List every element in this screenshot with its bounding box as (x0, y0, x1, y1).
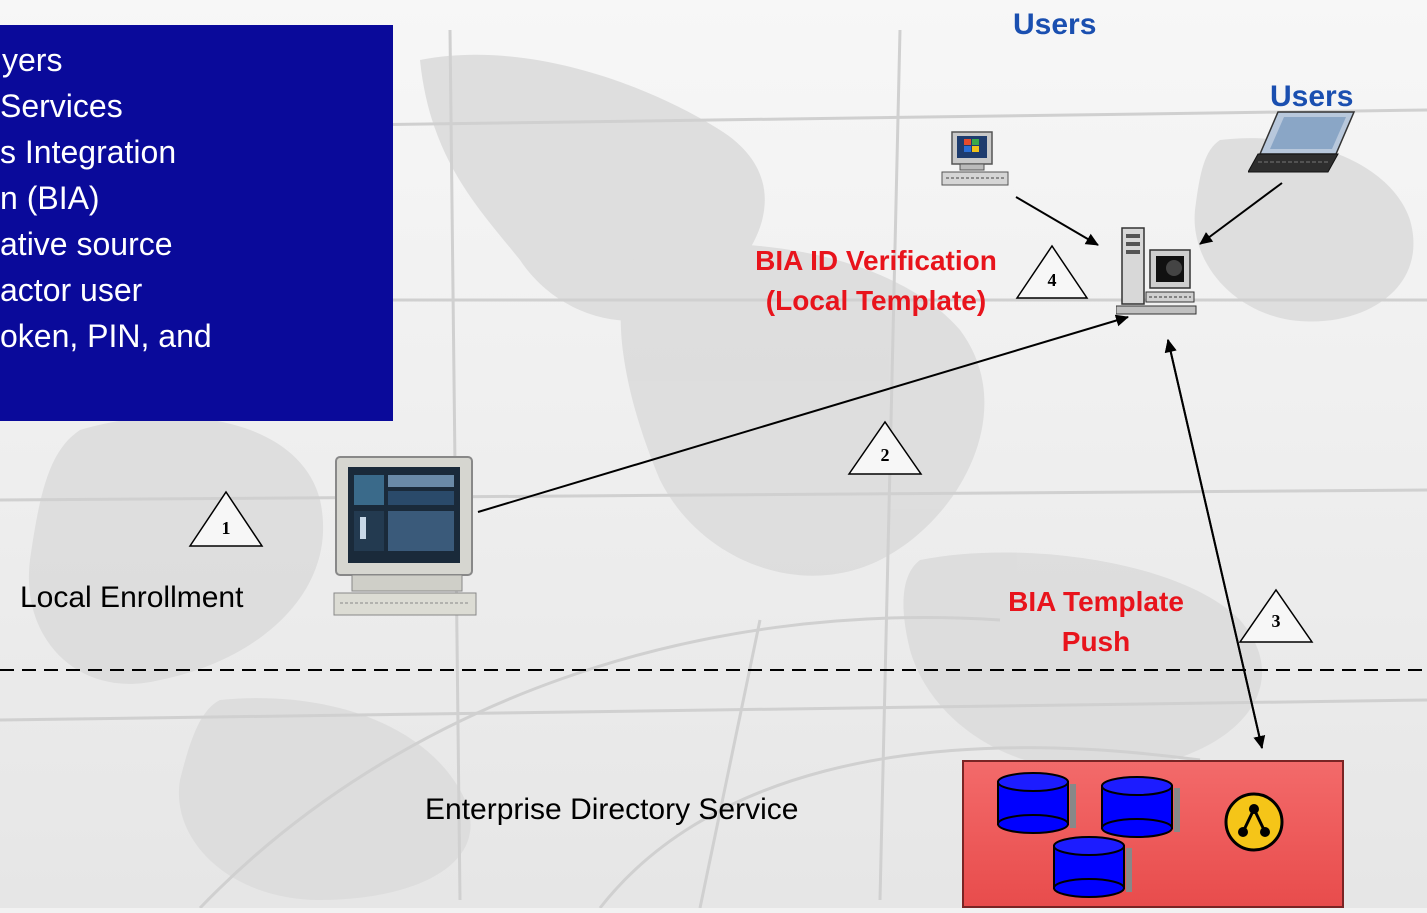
step-4-marker: 4 (1015, 244, 1089, 299)
local-enrollment-label: Local Enrollment (20, 581, 244, 614)
bia-id-verification-label: BIA ID Verification (Local Template) (730, 241, 1022, 321)
text-box-line: n (BIA) (0, 180, 100, 216)
text-box-line: ative source (0, 226, 173, 262)
enterprise-directory-label: Enterprise Directory Service (425, 793, 799, 826)
step-number: 3 (1272, 611, 1281, 631)
database-icon (1053, 836, 1132, 898)
text-box-line: yers (2, 42, 63, 78)
users-top-label: Users (1013, 8, 1097, 41)
bia-template-push-line2: Push (1061, 626, 1131, 657)
bia-template-push-label: BIA Template Push (985, 582, 1207, 662)
text-box-line: actor user (0, 272, 143, 308)
crt-workstation-icon (333, 456, 477, 616)
bia-template-push-line1: BIA Template (1008, 586, 1184, 617)
database-icon (997, 772, 1076, 834)
bia-id-verification-line1: BIA ID Verification (755, 245, 997, 276)
step-1-marker: 1 (188, 490, 264, 547)
text-box-line: Services (0, 88, 123, 124)
users-right-label: Users (1270, 80, 1354, 113)
step-number: 2 (881, 445, 890, 465)
desktop-to-server-arrow (1015, 196, 1099, 246)
network-node-icon (1224, 792, 1284, 852)
bia-overview-text-box (0, 25, 393, 421)
server-tower-icon (1116, 227, 1197, 315)
database-icon (1101, 776, 1180, 838)
windows-pc-icon (941, 131, 1009, 186)
bia-id-verification-line2: (Local Template) (765, 285, 987, 316)
text-box-lines: yers Services s Integration n (BIA) ativ… (0, 37, 393, 421)
enterprise-directory-box (962, 760, 1344, 908)
step-2-marker: 2 (847, 420, 923, 475)
laptop-icon (1248, 111, 1356, 173)
step-3-marker: 3 (1238, 588, 1314, 643)
step-number: 4 (1048, 270, 1057, 290)
step-number: 1 (222, 518, 231, 538)
text-box-line: oken, PIN, and (0, 318, 212, 354)
text-box-line: s Integration (0, 134, 177, 170)
directory-contents (997, 772, 1284, 898)
laptop-to-server-arrow (1199, 182, 1283, 245)
enrollment-to-server-arrow (477, 314, 1129, 513)
